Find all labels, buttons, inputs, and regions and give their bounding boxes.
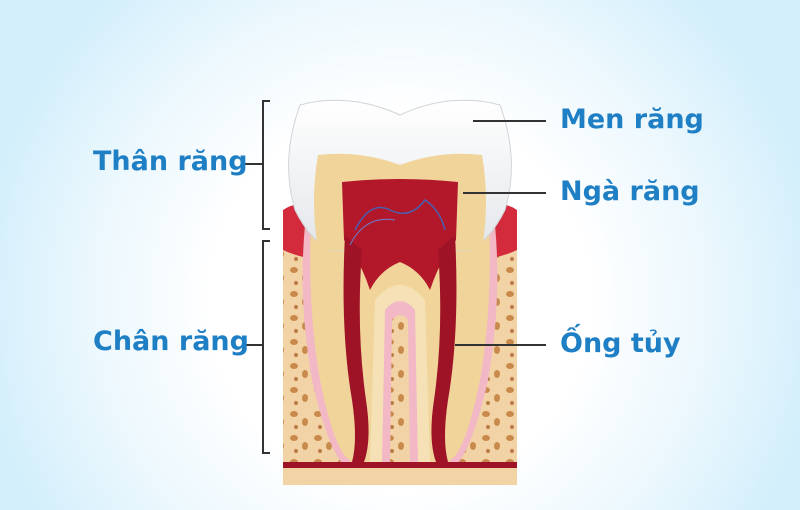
- label-enamel: Men răng: [560, 104, 704, 135]
- crown-bracket: [262, 100, 264, 230]
- label-dentin: Ngà răng: [560, 176, 700, 207]
- root-bracket: [262, 240, 264, 454]
- dentin-pointer: [463, 192, 546, 194]
- label-pulp-canal: Ống tủy: [560, 328, 681, 359]
- label-root: Chân răng: [93, 326, 249, 357]
- enamel-pointer: [473, 120, 546, 122]
- pulp-pointer: [455, 344, 546, 346]
- label-crown: Thân răng: [93, 146, 248, 177]
